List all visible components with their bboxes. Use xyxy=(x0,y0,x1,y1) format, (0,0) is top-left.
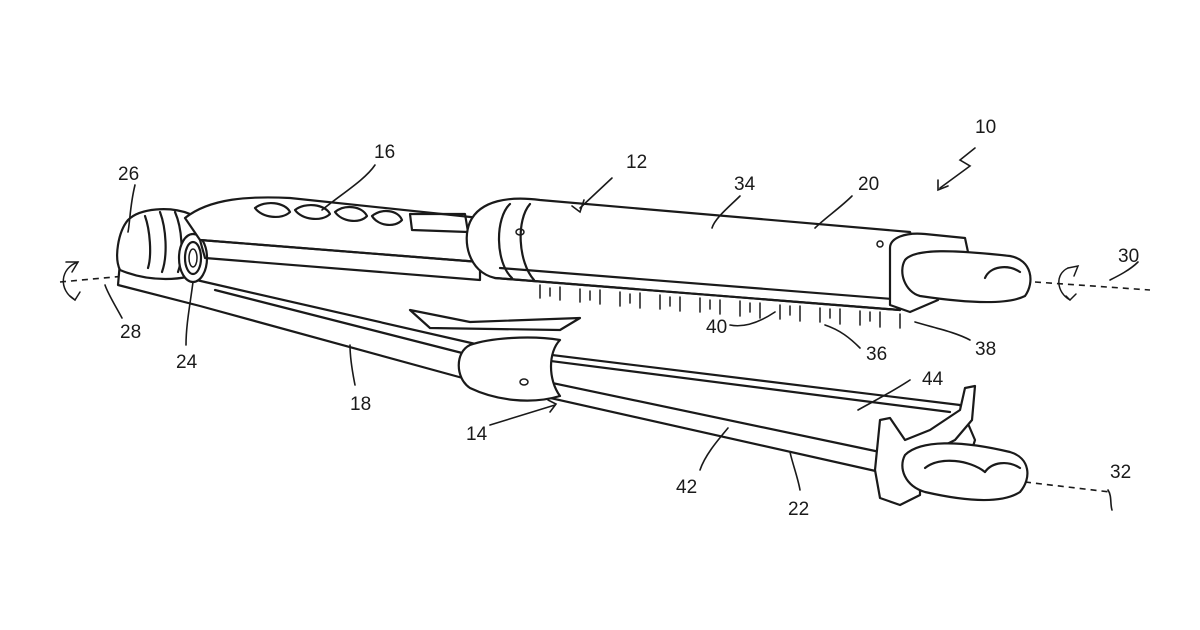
label-16: 16 xyxy=(374,142,395,163)
label-32: 32 xyxy=(1110,462,1131,483)
label-24: 24 xyxy=(176,352,198,373)
label-12: 12 xyxy=(626,152,647,173)
label-40: 40 xyxy=(706,317,727,338)
label-20: 20 xyxy=(858,174,879,195)
label-14: 14 xyxy=(466,424,488,445)
label-18: 18 xyxy=(350,394,371,415)
label-36: 36 xyxy=(866,344,887,365)
label-22: 22 xyxy=(788,499,809,520)
label-42: 42 xyxy=(676,477,697,498)
label-44: 44 xyxy=(922,369,944,390)
label-30: 30 xyxy=(1118,246,1139,267)
label-28: 28 xyxy=(120,322,141,343)
label-34: 34 xyxy=(734,174,756,195)
label-26: 26 xyxy=(118,164,139,185)
label-10: 10 xyxy=(975,117,996,138)
label-38: 38 xyxy=(975,339,996,360)
